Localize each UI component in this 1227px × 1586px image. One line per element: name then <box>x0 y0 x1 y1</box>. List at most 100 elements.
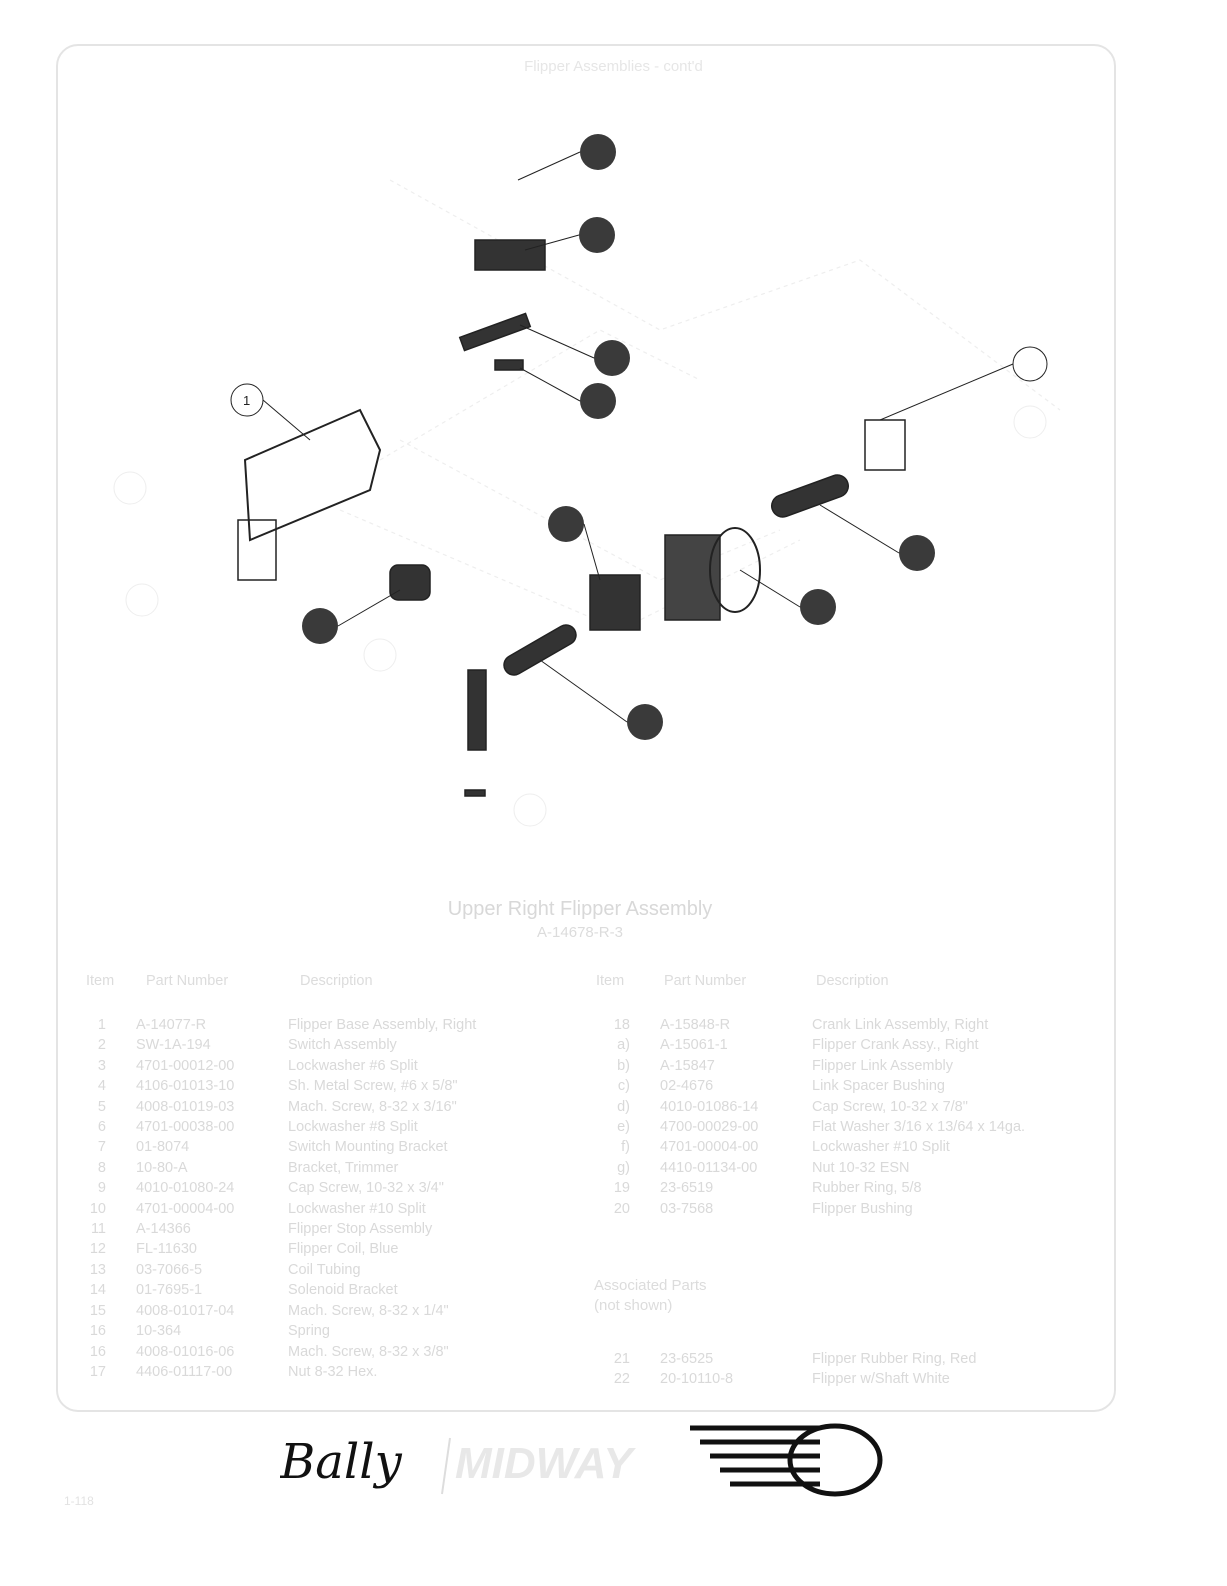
cell-item: b) <box>617 1057 630 1074</box>
cell-desc: Sh. Metal Screw, #6 x 5/8" <box>288 1078 458 1095</box>
cell-item: d) <box>617 1098 630 1115</box>
cell-item: 20 <box>613 1200 630 1217</box>
cell-desc: Spring <box>288 1323 330 1340</box>
cell-item: 9 <box>97 1180 106 1197</box>
page-number: 1-118 <box>64 1494 94 1508</box>
cell-pn: A-15848-R <box>660 1017 731 1033</box>
col-header-item: Item <box>86 973 115 989</box>
cell-desc: Lockwasher #10 Split <box>812 1139 950 1156</box>
cell-pn: 4406-01117-00 <box>136 1363 233 1380</box>
table-row: 9 4010-01080-24 Cap Screw, 10-32 x 3/4" <box>66 1178 476 1198</box>
cell-desc: Lockwasher #8 Split <box>288 1119 418 1136</box>
cell-desc: Mach. Screw, 8-32 x 3/16" <box>288 1098 457 1115</box>
exploded-diagram: 1 <box>113 134 1061 827</box>
cell-item: 22 <box>613 1371 630 1388</box>
bally-midway-logo: Bally MIDWAY <box>280 1423 883 1497</box>
cell-item: 3 <box>97 1057 106 1074</box>
cell-pn: 20-10110-8 <box>660 1371 734 1388</box>
number-callouts <box>230 346 1048 441</box>
cell-desc: Flipper Crank Assy., Right <box>812 1037 979 1054</box>
cell-desc: Cap Screw, 10-32 x 3/4" <box>288 1180 444 1197</box>
cell-desc: Link Spacer Bushing <box>812 1078 945 1095</box>
cell-item: 11 <box>90 1221 106 1238</box>
cell-item: 21 <box>613 1351 630 1367</box>
cell-item: 17 <box>89 1363 106 1380</box>
cell-desc: Nut 10-32 ESN <box>812 1159 910 1176</box>
assembly-part-number: A-14678-R-3 <box>537 924 623 941</box>
page-border <box>56 44 1116 1412</box>
col-header-description: Description <box>816 973 889 989</box>
table-row: c) 02-4676 Link Spacer Bushing <box>590 1076 1025 1096</box>
cell-desc: Flipper Rubber Ring, Red <box>812 1351 977 1367</box>
table-row: 21 23-6525 Flipper Rubber Ring, Red <box>590 1349 977 1369</box>
cell-pn: 01-8074 <box>136 1139 190 1156</box>
col-header-description: Description <box>300 973 373 989</box>
svg-text:MIDWAY: MIDWAY <box>455 1439 636 1488</box>
cell-item: 2 <box>97 1037 106 1054</box>
cell-desc: Flipper Coil, Blue <box>288 1241 399 1258</box>
cell-desc: Flipper w/Shaft White <box>812 1371 950 1388</box>
table-row: 17 4406-01117-00 Nut 8-32 Hex. <box>66 1362 476 1382</box>
cell-pn: 02-4676 <box>660 1078 714 1095</box>
cell-desc: Cap Screw, 10-32 x 7/8" <box>812 1098 968 1115</box>
cell-pn: 4010-01086-14 <box>660 1098 759 1115</box>
cell-item: 10 <box>89 1200 106 1217</box>
cell-desc: Solenoid Bracket <box>288 1282 398 1299</box>
associated-heading: Associated Parts <box>594 1277 707 1294</box>
cell-desc: Lockwasher #10 Split <box>288 1200 426 1217</box>
cell-pn: 4008-01016-06 <box>136 1343 235 1360</box>
table-row: 2 SW-1A-194 Switch Assembly <box>66 1035 476 1055</box>
cell-item: 14 <box>89 1282 106 1299</box>
cell-desc: Flat Washer 3/16 x 13/64 x 14ga. <box>812 1119 1026 1136</box>
cell-desc: Crank Link Assembly, Right <box>812 1017 989 1033</box>
table-row: 18 A-15848-R Crank Link Assembly, Right <box>590 1015 1025 1035</box>
cell-item: c) <box>617 1078 630 1095</box>
col-header-item: Item <box>596 973 625 989</box>
page-header: Flipper Assemblies - cont'd <box>524 58 703 75</box>
cell-desc: Nut 8-32 Hex. <box>288 1363 378 1380</box>
cell-item: 18 <box>613 1017 630 1033</box>
cell-item: 7 <box>97 1139 106 1156</box>
cell-item: 4 <box>97 1078 106 1095</box>
cell-desc: Mach. Screw, 8-32 x 1/4" <box>288 1302 449 1319</box>
cell-pn: A-14077-R <box>136 1017 207 1033</box>
cell-pn: 4701-00004-00 <box>660 1139 759 1156</box>
parts-drawing <box>237 239 906 797</box>
cell-pn: 4010-01080-24 <box>136 1180 235 1197</box>
table-row: d) 4010-01086-14 Cap Screw, 10-32 x 7/8" <box>590 1097 1025 1117</box>
cell-item: 8 <box>97 1159 106 1176</box>
table-row: 22 20-10110-8 Flipper w/Shaft White <box>590 1369 976 1389</box>
cell-pn: 4701-00004-00 <box>136 1200 235 1217</box>
cell-pn: 03-7066-5 <box>136 1261 203 1278</box>
cell-desc: Lockwasher #6 Split <box>288 1057 418 1074</box>
cell-pn: A-15847 <box>660 1057 715 1074</box>
col-header-part-number: Part Number <box>146 973 229 989</box>
cell-pn: 03-7568 <box>660 1200 714 1217</box>
cell-item: 15 <box>89 1302 106 1319</box>
cell-item: g) <box>617 1159 630 1176</box>
cell-desc: Switch Assembly <box>288 1037 397 1054</box>
cell-desc: Flipper Base Assembly, Right <box>288 1017 477 1033</box>
cell-pn: SW-1A-194 <box>136 1037 211 1054</box>
cell-pn: FL-11630 <box>136 1241 197 1258</box>
cell-pn: 23-6525 <box>660 1351 714 1367</box>
cell-desc: Mach. Screw, 8-32 x 3/8" <box>288 1343 449 1360</box>
associated-subheading: (not shown) <box>594 1297 673 1314</box>
cell-item: 19 <box>613 1180 630 1197</box>
cell-pn: A-14366 <box>136 1221 191 1238</box>
